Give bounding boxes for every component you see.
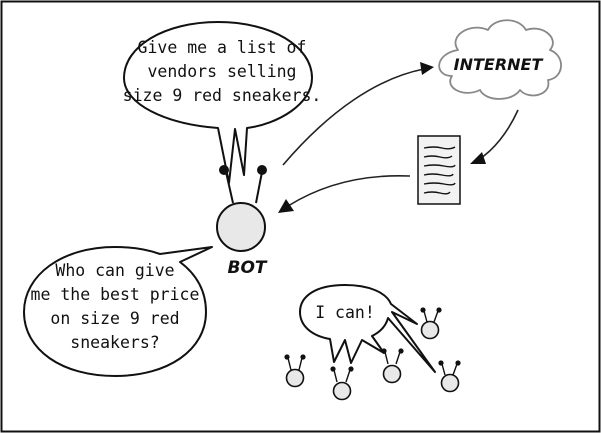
document-icon (417, 135, 461, 205)
bot-antenna-left (225, 171, 234, 204)
reply-bubble: I can! (299, 284, 436, 373)
mini-bot-antenna (395, 351, 401, 365)
request-line-3: size 9 red sneakers. (123, 86, 322, 105)
bot-antenna-right (255, 171, 263, 204)
document-line (423, 173, 454, 177)
arrow-internet-to-document (477, 109, 519, 161)
mini-bot (381, 348, 404, 384)
query-line-2: me the best price (31, 285, 200, 304)
bot-robot: BOT (216, 165, 268, 278)
mini-bot-knob (284, 354, 290, 360)
mini-bot-knob (381, 348, 387, 354)
request-line-2: vendors selling (147, 62, 296, 81)
mini-bot (330, 366, 354, 401)
query-bubble: Who can give me the best price on size 9… (23, 246, 213, 377)
mini-bot-antenna (345, 369, 351, 383)
document-page (417, 135, 461, 205)
mini-bot-body (285, 368, 305, 388)
mini-bot (284, 354, 306, 388)
query-line-1: Who can give (55, 261, 174, 280)
document-line (423, 191, 451, 195)
document-line (423, 164, 456, 168)
mini-bot-body (420, 320, 440, 340)
mini-bot-knob (436, 307, 442, 313)
bot-label: BOT (227, 258, 267, 278)
bot-antenna-right-knob (257, 165, 267, 175)
request-line-1: Give me a list of (138, 38, 307, 57)
query-line-3: on size 9 red (50, 309, 179, 328)
mini-bot-knob (438, 360, 444, 366)
internet-cloud: INTERNET (438, 19, 562, 100)
mini-bot-knob (330, 366, 336, 372)
document-line (423, 146, 456, 150)
request-bubble: Give me a list of vendors selling size 9… (123, 21, 322, 184)
mini-bot-body (440, 373, 460, 393)
mini-bot-knob (420, 307, 426, 313)
flow-arrows (278, 62, 519, 213)
arrow-bot-to-internet (282, 68, 425, 166)
cloud-icon (438, 19, 562, 100)
mini-bot-knob (455, 360, 461, 366)
internet-label: INTERNET (454, 55, 544, 74)
mini-bot-knob (300, 354, 306, 360)
mini-bot-antenna (441, 363, 446, 376)
mini-bot-antenna (452, 363, 458, 376)
document-line (423, 155, 453, 159)
bot-antenna-left-knob (219, 165, 229, 175)
mini-bot (420, 307, 442, 340)
mini-bot-antenna (287, 357, 292, 371)
mini-bot-antenna (333, 369, 338, 383)
query-bubble-shape (23, 246, 213, 377)
document-line (423, 182, 456, 186)
bot-body (216, 202, 266, 252)
arrow-bot-to-internet-head (420, 62, 434, 75)
mini-bot-knob (398, 348, 404, 354)
mini-bot (438, 360, 461, 393)
mini-bot-body (332, 381, 352, 401)
mini-bot-antenna (433, 310, 439, 323)
mini-bot-antenna (423, 310, 428, 323)
arrow-document-to-bot (287, 174, 411, 207)
mini-bot-body (382, 364, 402, 384)
arrow-internet-to-document-head (470, 152, 486, 164)
arrow-document-to-bot-head (278, 199, 294, 213)
query-line-4: sneakers? (70, 333, 159, 352)
reply-text: I can! (315, 303, 375, 322)
mini-bot-antenna (384, 351, 389, 365)
request-bubble-shape (123, 21, 313, 184)
mini-bot-antenna (298, 357, 303, 371)
reply-bubble-shape (299, 284, 436, 373)
mini-bot-knob (348, 366, 354, 372)
